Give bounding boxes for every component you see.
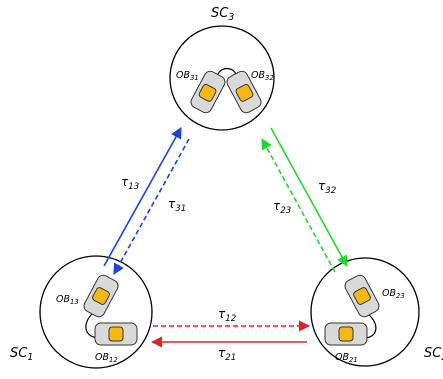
tau21-label: τ21: [218, 346, 236, 363]
link-arrow-t23: [261, 138, 336, 273]
ob12-bench: [94, 322, 138, 346]
ob12-label: OB12: [95, 352, 118, 364]
ob21-label: OB21: [335, 352, 358, 364]
sc2-label: SC2: [424, 346, 443, 363]
ob31-bench: [190, 70, 226, 114]
ob23-bench: [344, 274, 380, 318]
ob32-bench: [226, 70, 262, 114]
ob31-label: OB31: [176, 70, 199, 82]
tau32-label: τ32: [318, 179, 336, 196]
tau13-label: τ13: [121, 175, 139, 192]
link-arrow-t32: [270, 127, 348, 267]
sc3-label: SC3: [211, 6, 234, 23]
link-arrow-t31: [113, 138, 190, 275]
ob32-label: OB32: [251, 70, 274, 82]
tau12-label: τ12: [218, 307, 236, 324]
link-arrow-t13: [103, 127, 182, 267]
ob21-bench: [324, 322, 368, 346]
sc1-label: SC1: [10, 346, 33, 363]
ob23-label: OB23: [382, 288, 405, 300]
tau23-label: τ23: [273, 199, 291, 216]
ob13-label: OB13: [56, 294, 79, 306]
ob13-bench: [83, 274, 119, 318]
tau31-label: τ31: [168, 197, 186, 214]
